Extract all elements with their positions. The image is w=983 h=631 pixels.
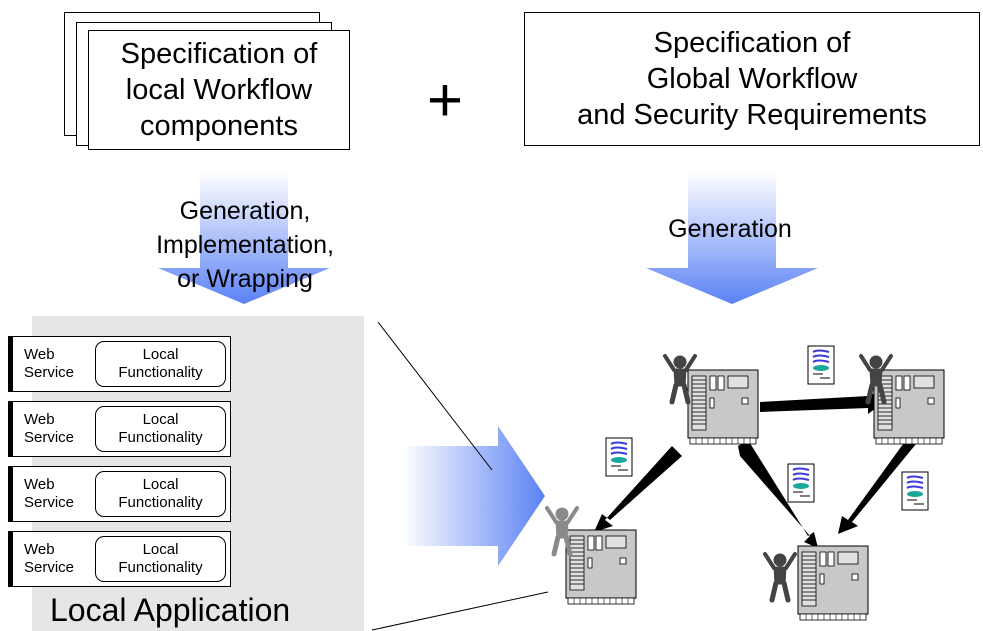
- web-service-label: Web Service: [24, 541, 75, 576]
- left-arrow-label-line: Generation,: [179, 197, 311, 225]
- callout-line-top: [377, 321, 493, 471]
- policy-document-icon: [605, 437, 633, 477]
- global-spec-line: Global Workflow: [646, 63, 858, 95]
- server-icon: [797, 545, 869, 621]
- generation-arrow-left: [158, 172, 330, 304]
- global-spec-line: Specification of: [653, 27, 851, 59]
- web-service-label: Web Service: [24, 346, 75, 381]
- network-links: [594, 390, 916, 548]
- generation-arrow-right: [646, 172, 818, 304]
- local-spec-box: Specification of local Workflow componen…: [88, 30, 350, 150]
- web-service-label: Web Service: [24, 476, 75, 511]
- global-spec-line: and Security Requirements: [577, 99, 927, 131]
- local-spec-line: Specification of: [120, 38, 318, 70]
- policy-document-icon: [807, 345, 835, 385]
- local-functionality-box: Local Functionality: [95, 406, 226, 452]
- web-service-row: Web Service Local Functionality: [8, 336, 231, 392]
- right-arrow-label: Generation: [668, 215, 792, 243]
- person-icon: [765, 554, 795, 600]
- left-arrow-label: Generation, Implementation, or Wrapping: [110, 194, 380, 296]
- server-icon: [687, 369, 759, 445]
- local-spec-line: components: [139, 110, 298, 142]
- web-service-label: Web Service: [24, 411, 75, 446]
- local-functionality-box: Local Functionality: [95, 536, 226, 582]
- local-spec-line: local Workflow: [125, 74, 313, 106]
- policy-document-icon: [901, 471, 929, 511]
- server-icon: [873, 369, 945, 445]
- local-functionality-box: Local Functionality: [95, 471, 226, 517]
- local-application-title: Local Application: [50, 592, 291, 628]
- web-service-row: Web Service Local Functionality: [8, 466, 231, 522]
- left-arrow-label-line: or Wrapping: [177, 265, 313, 293]
- policy-document-icon: [787, 463, 815, 503]
- local-functionality-box: Local Functionality: [95, 341, 226, 387]
- web-service-row: Web Service Local Functionality: [8, 401, 231, 457]
- plus-sign: +: [426, 66, 464, 135]
- web-service-row: Web Service Local Functionality: [8, 531, 231, 587]
- callout-line-bottom: [371, 591, 549, 631]
- global-spec-box: Specification of Global Workflow and Sec…: [524, 12, 980, 146]
- server-icon: [565, 529, 637, 605]
- left-arrow-label-line: Implementation,: [156, 231, 334, 259]
- deploy-arrow: [402, 426, 545, 566]
